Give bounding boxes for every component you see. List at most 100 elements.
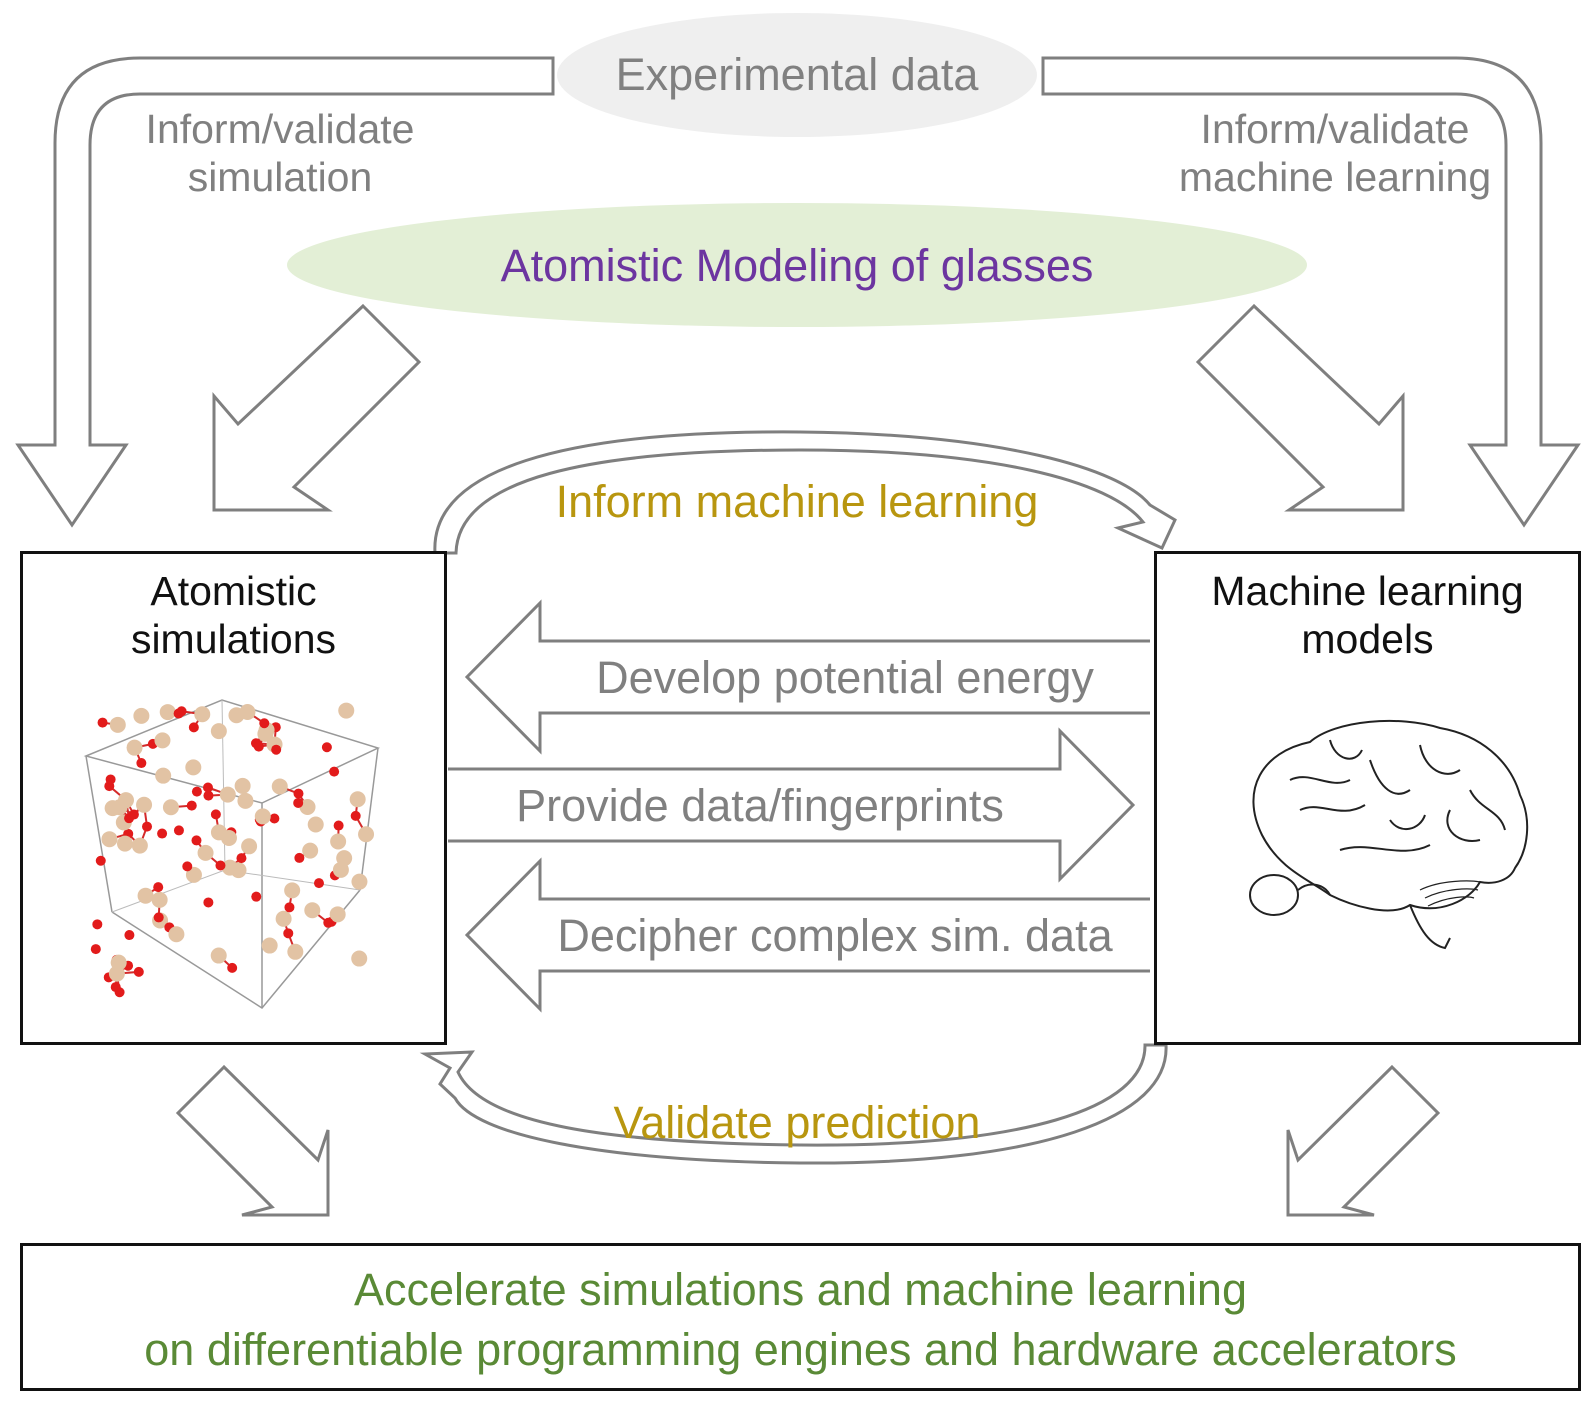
oxygen-atom — [227, 962, 238, 973]
oxygen-atom — [182, 861, 193, 872]
silicon-atom — [332, 861, 349, 878]
silicon-atom — [110, 954, 127, 971]
inform-validate-simulation-arrow — [15, 56, 555, 528]
atomistic-modeling-label: Atomistic Modeling of glasses — [500, 240, 1094, 291]
oxygen-atom — [97, 717, 108, 728]
inform-validate-simulation-line1: Inform/validate — [145, 106, 415, 152]
decipher-arrow — [464, 857, 1150, 1013]
inform-validate-ml-line1: Inform/validate — [1200, 106, 1470, 152]
develop-potential-arrow — [464, 599, 1150, 755]
oxygen-atom — [110, 982, 121, 993]
oxygen-atom — [136, 758, 147, 769]
oxygen-atom — [350, 810, 361, 821]
accelerate-label: Accelerate simulations and machine learn… — [20, 1260, 1581, 1380]
silicon-atom — [275, 910, 292, 927]
silicon-atom — [168, 926, 185, 943]
ml-models-line2: models — [1301, 615, 1434, 662]
oxygen-atom — [186, 800, 197, 811]
oxygen-atom — [92, 919, 103, 930]
silicon-atom — [116, 835, 133, 852]
silicon-atom — [101, 831, 118, 848]
silicon-atom — [220, 829, 237, 846]
modeling-to-simulation-arrow — [212, 303, 422, 512]
oxygen-atom — [128, 809, 139, 820]
silicon-atom — [154, 732, 171, 749]
oxygen-atom — [236, 853, 247, 864]
oxygen-atom — [293, 788, 304, 799]
inform-validate-simulation-label: Inform/validate simulation — [130, 106, 430, 202]
silicon-atom — [257, 725, 274, 742]
ml-models-line1: Machine learning — [1211, 568, 1524, 614]
oxygen-atom — [142, 821, 153, 832]
modeling-to-ml-arrow — [1195, 303, 1405, 512]
silicon-atom — [302, 842, 319, 859]
silicon-atom — [151, 891, 168, 908]
silicon-atom — [304, 902, 321, 919]
oxygen-atom — [153, 912, 164, 923]
silicon-atom — [228, 707, 245, 724]
silica-glass-atom-structure — [83, 699, 381, 1009]
silicon-atom — [338, 702, 355, 719]
silicon-atom — [307, 816, 324, 833]
silicon-atom — [351, 950, 368, 967]
oxygen-atom — [191, 786, 202, 797]
oxygen-atom — [105, 774, 116, 785]
oxygen-atom — [284, 902, 295, 913]
oxygen-atom — [253, 741, 264, 752]
oxygen-atom — [202, 782, 213, 793]
brain-illustration — [1249, 719, 1529, 950]
silicon-atom — [137, 887, 154, 904]
oxygen-atom — [323, 917, 334, 928]
oxygen-atom — [203, 897, 214, 908]
oxygen-atom — [203, 790, 214, 801]
oxygen-atom — [173, 825, 184, 836]
silicon-atom — [230, 862, 247, 879]
develop-potential-label: Develop potential energy — [596, 652, 1094, 703]
silicon-atom — [159, 704, 176, 721]
oxygen-atom — [133, 966, 144, 977]
silicon-atom — [155, 767, 172, 784]
silicon-atom — [210, 947, 227, 964]
experimental-data-label: Experimental data — [615, 49, 979, 100]
silicon-atom — [358, 826, 375, 843]
oxygen-atom — [90, 944, 101, 955]
oxygen-atom — [176, 706, 187, 717]
silicon-atom — [136, 796, 153, 813]
oxygen-atom — [188, 722, 199, 733]
silicon-atom — [234, 777, 251, 794]
oxygen-atom — [210, 809, 221, 820]
silicon-atom — [194, 706, 211, 723]
silicon-atom — [133, 707, 150, 724]
silicon-atom — [287, 943, 304, 960]
silicon-atom — [254, 808, 271, 825]
inform-ml-curved-arrow — [433, 430, 1177, 555]
silicon-atom — [330, 833, 347, 850]
oxygen-atom — [157, 828, 168, 839]
oxygen-atom — [95, 855, 106, 866]
accelerate-line1: Accelerate simulations and machine learn… — [354, 1264, 1247, 1315]
oxygen-atom — [293, 797, 304, 808]
oxygen-atom — [153, 882, 164, 893]
oxygen-atom — [294, 852, 305, 863]
atomistic-simulations-line1: Atomistic — [150, 568, 317, 614]
oxygen-atom — [329, 766, 340, 777]
ml-models-title: Machine learning models — [1154, 568, 1581, 664]
silicon-atom — [261, 937, 278, 954]
oxygen-atom — [269, 813, 280, 824]
silicon-atom — [185, 866, 202, 883]
silicon-atom — [117, 792, 134, 809]
oxygen-atom — [313, 878, 324, 889]
ml-models-box — [1154, 551, 1581, 1045]
oxygen-atom — [259, 718, 270, 729]
atomistic-simulations-line2: simulations — [130, 615, 337, 662]
oxygen-atom — [271, 744, 282, 755]
silicon-atom — [237, 792, 254, 809]
silicon-atom — [126, 739, 143, 756]
validate-prediction-label: Validate prediction — [613, 1097, 981, 1148]
oxygen-atom — [124, 930, 135, 941]
inform-validate-ml-arrow — [1041, 56, 1581, 528]
silicon-atom — [185, 759, 202, 776]
provide-data-arrow — [448, 727, 1136, 883]
